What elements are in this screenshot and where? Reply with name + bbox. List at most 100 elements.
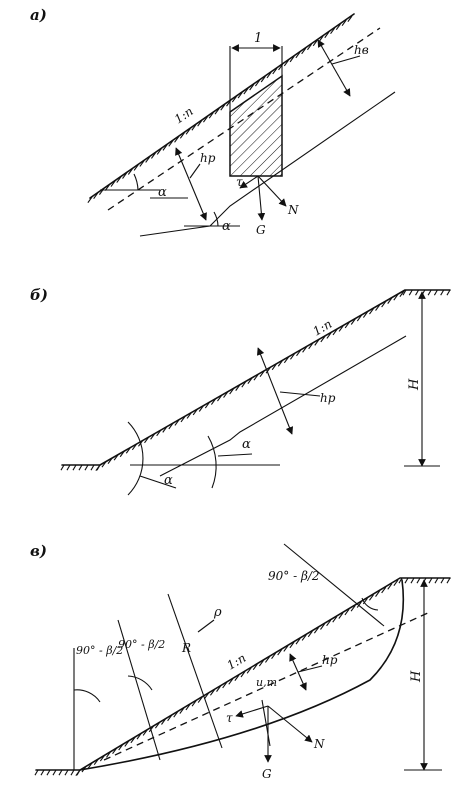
panel-b-alpha2-label: α <box>242 437 251 452</box>
panel-c-angle-left1-label: 90° - β/2 <box>76 644 123 657</box>
soil-hatch-mark <box>240 671 246 678</box>
panel-c-H-label: H <box>409 670 424 683</box>
panel-a-hb-label: hв <box>354 43 369 57</box>
soil-hatch-mark <box>277 649 283 656</box>
soil-hatch-mark <box>133 164 139 171</box>
soil-hatch-mark <box>289 641 295 649</box>
soil-hatch-mark <box>72 464 77 471</box>
soil-hatch-mark <box>113 454 119 461</box>
soil-hatch-mark <box>433 289 438 296</box>
soil-hatch-mark <box>289 55 295 63</box>
soil-hatch-mark <box>302 346 308 353</box>
soil-hatch-mark <box>237 92 243 99</box>
soil-hatch-mark <box>204 402 210 409</box>
soil-hatch-mark <box>314 339 320 346</box>
panel-b-surface-hatching <box>60 289 451 471</box>
soil-hatch-mark <box>84 464 89 471</box>
soil-hatch-mark <box>324 31 330 39</box>
panel-a-hb-dim <box>317 39 351 97</box>
soil-hatch-mark <box>344 608 350 616</box>
soil-hatch-mark <box>161 718 167 725</box>
soil-hatch-mark <box>156 429 162 437</box>
panel-c-angle-top-label: 90° - β/2 <box>268 569 320 583</box>
soil-hatch-mark <box>402 289 407 296</box>
soil-hatch-mark <box>375 304 381 311</box>
soil-hatch-mark <box>356 601 362 608</box>
soil-hatch-mark <box>335 23 341 31</box>
soil-hatch-mark <box>312 39 318 47</box>
panel-a-alpha2-arc <box>213 211 219 227</box>
panel-c-force-tau <box>235 705 269 718</box>
soil-hatch-mark <box>217 395 223 402</box>
soil-hatch-mark <box>338 325 344 332</box>
soil-hatch-mark <box>320 623 326 630</box>
panel-c-surface-hatching <box>34 577 451 776</box>
soil-hatch-mark <box>220 104 226 111</box>
soil-hatch-mark <box>398 577 403 584</box>
soil-hatch-mark <box>122 172 128 179</box>
panel-a-width-label: 1 <box>254 31 262 46</box>
soil-hatch-mark <box>202 116 209 123</box>
soil-hatch-mark <box>404 577 409 584</box>
panel-c-N-label: N <box>313 737 325 751</box>
soil-hatch-mark <box>254 80 261 87</box>
panel-a-label: a) <box>30 6 47 24</box>
panel-a-hp-leader <box>189 163 201 179</box>
soil-hatch-mark <box>216 685 222 692</box>
panel-c-rho-leader <box>197 619 215 633</box>
panel-b-alpha2-leader <box>217 453 253 457</box>
panel-a-force-G <box>257 175 266 221</box>
soil-hatch-mark <box>416 577 421 584</box>
soil-hatch-mark <box>107 457 113 465</box>
panel-a-alpha2-label: α <box>222 219 231 234</box>
soil-hatch-mark <box>150 433 156 440</box>
soil-hatch-mark <box>93 758 99 766</box>
soil-hatch-mark <box>428 577 433 584</box>
panel-b-label: б) <box>30 286 48 304</box>
soil-hatch-mark <box>252 663 258 671</box>
panel-c-R-label: R <box>181 641 191 655</box>
panel-a-tau-label: τ <box>236 175 243 189</box>
soil-hatch-mark <box>93 192 99 199</box>
soil-hatch-mark <box>415 289 420 296</box>
soil-hatch-mark <box>185 128 191 135</box>
panel-c-radial-1 <box>117 619 161 761</box>
panel-b-hp-leader <box>279 391 321 397</box>
soil-hatch-mark <box>362 311 368 318</box>
soil-hatch-mark <box>387 297 393 304</box>
soil-hatch-mark <box>118 744 124 751</box>
soil-hatch-mark <box>130 736 136 744</box>
soil-hatch-mark <box>265 656 271 663</box>
panel-b-alpha2-arc <box>207 435 217 489</box>
soil-hatch-mark <box>330 27 336 35</box>
panel-b-alpha1-leader <box>139 475 177 489</box>
soil-hatch-mark <box>295 638 301 645</box>
soil-hatch-mark <box>46 769 51 776</box>
panel-c-label: в) <box>30 542 47 560</box>
soil-hatch-mark <box>326 332 332 339</box>
soil-hatch-mark <box>350 605 356 612</box>
panel-a-G-label: G <box>256 223 266 237</box>
soil-hatch-mark <box>271 652 277 660</box>
soil-hatch-mark <box>144 436 150 444</box>
panel-a-force-N <box>257 175 287 207</box>
soil-hatch-mark <box>247 377 253 384</box>
soil-hatch-mark <box>313 627 319 634</box>
soil-hatch-mark <box>192 408 198 416</box>
soil-hatch-mark <box>125 447 131 454</box>
soil-hatch-mark <box>434 577 439 584</box>
soil-hatch-mark <box>116 176 122 183</box>
soil-hatch-mark <box>246 667 252 674</box>
soil-hatch-mark <box>58 769 63 776</box>
soil-hatch-mark <box>119 450 125 458</box>
panel-b-hp-dim <box>256 347 294 435</box>
soil-hatch-mark <box>283 59 289 67</box>
soil-hatch-mark <box>387 583 393 590</box>
soil-hatch-mark <box>446 289 451 296</box>
soil-hatch-mark <box>222 681 228 689</box>
soil-hatch-mark <box>350 318 356 325</box>
soil-hatch-mark <box>320 335 326 343</box>
soil-hatch-mark <box>87 762 93 769</box>
soil-hatch-mark <box>369 308 375 315</box>
soil-hatch-mark <box>197 696 203 703</box>
